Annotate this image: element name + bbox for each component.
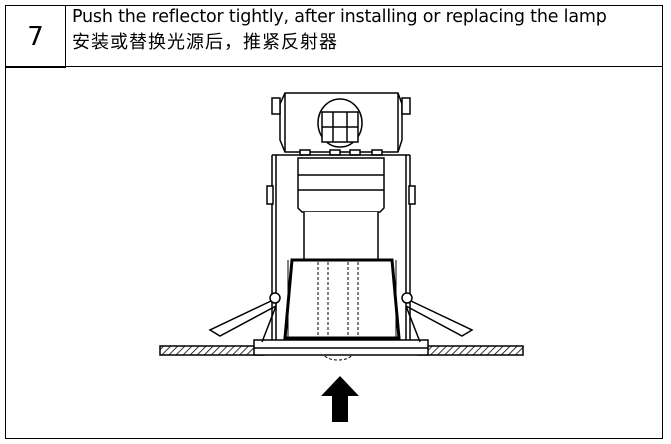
push-up-arrow-icon	[321, 376, 359, 422]
step-number: 7	[5, 5, 66, 68]
lamp-holder	[297, 157, 385, 213]
spring-clip-right	[401, 292, 474, 343]
junction-box	[271, 92, 411, 156]
trim-bezel	[253, 339, 429, 356]
header-divider	[5, 66, 663, 67]
ceiling-panel-right	[417, 345, 524, 356]
instruction-panel	[5, 5, 663, 439]
lamp-bulb	[303, 212, 379, 261]
ceiling-panel-left	[159, 345, 265, 356]
caption-english: Push the reflector tightly, after instal…	[72, 7, 607, 27]
mounting-bracket	[266, 154, 416, 355]
caption-chinese: 安装或替换光源后，推紧反射器	[72, 32, 338, 53]
spring-clip-left	[208, 292, 281, 343]
caption: Push the reflector tightly, after instal…	[72, 4, 662, 56]
